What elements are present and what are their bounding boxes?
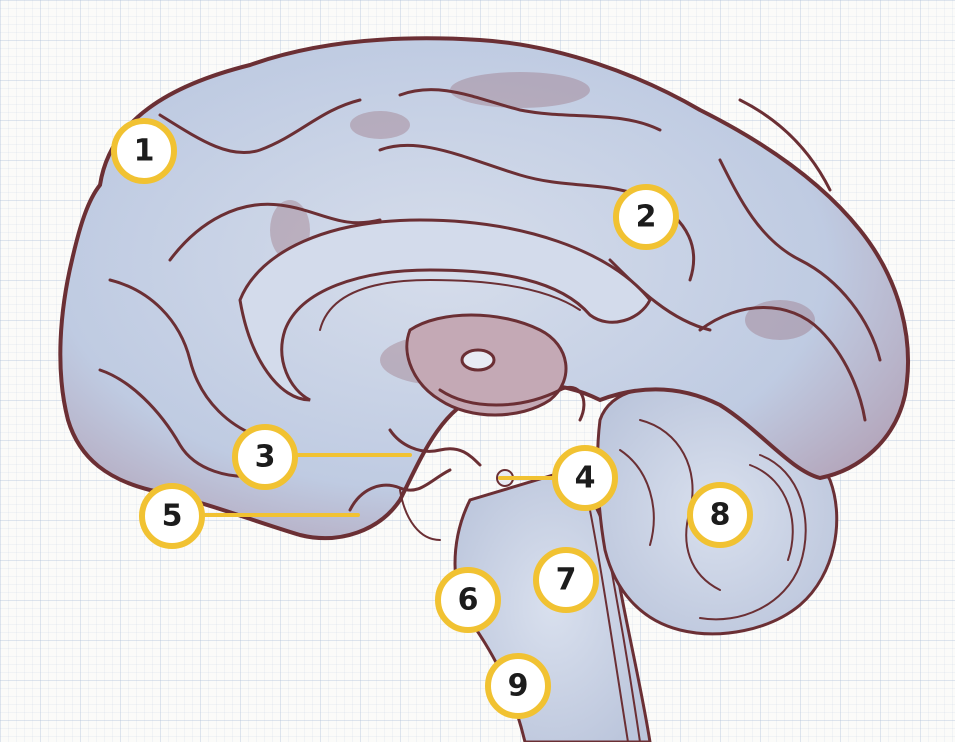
marker-3: 3 <box>235 427 295 487</box>
marker-7-label: 7 <box>556 563 577 598</box>
marker-5: 5 <box>142 486 202 546</box>
marker-6: 6 <box>438 570 498 630</box>
marker-8: 8 <box>690 485 750 545</box>
marker-2-label: 2 <box>636 200 657 235</box>
marker-3-label: 3 <box>255 440 276 475</box>
marker-1-label: 1 <box>134 134 155 169</box>
marker-4-label: 4 <box>575 461 596 496</box>
marker-2: 2 <box>616 187 676 247</box>
marker-7: 7 <box>536 550 596 610</box>
marker-1: 1 <box>114 121 174 181</box>
marker-4: 4 <box>555 448 615 508</box>
marker-6-label: 6 <box>458 583 479 618</box>
marker-9: 9 <box>488 656 548 716</box>
marker-5-label: 5 <box>162 499 183 534</box>
marker-8-label: 8 <box>710 498 731 533</box>
marker-9-label: 9 <box>508 669 529 704</box>
